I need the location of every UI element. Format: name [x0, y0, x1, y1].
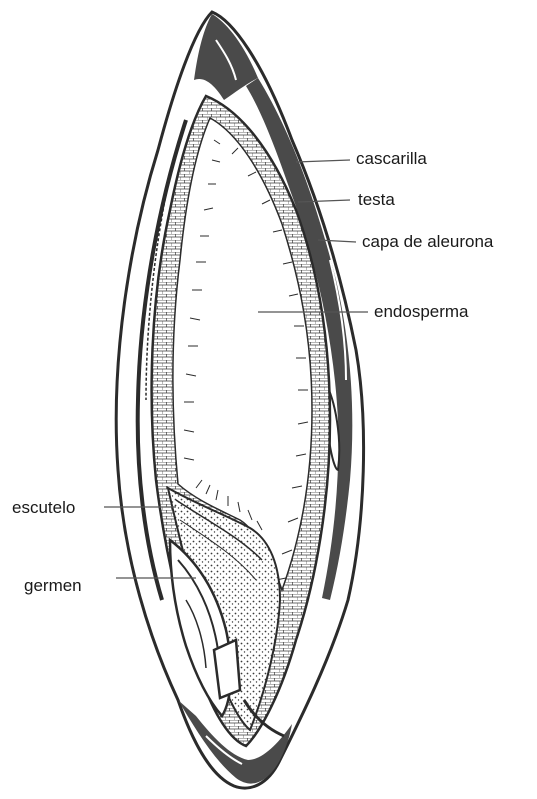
- label-cascarilla: cascarilla: [356, 149, 427, 169]
- label-germen: germen: [24, 576, 82, 596]
- leader-cascarilla: [296, 160, 350, 162]
- label-escutelo: escutelo: [12, 498, 75, 518]
- label-testa: testa: [358, 190, 395, 210]
- label-endosperma: endosperma: [374, 302, 469, 322]
- label-capa-de-aleurona: capa de aleurona: [362, 232, 493, 252]
- radicle: [214, 640, 240, 698]
